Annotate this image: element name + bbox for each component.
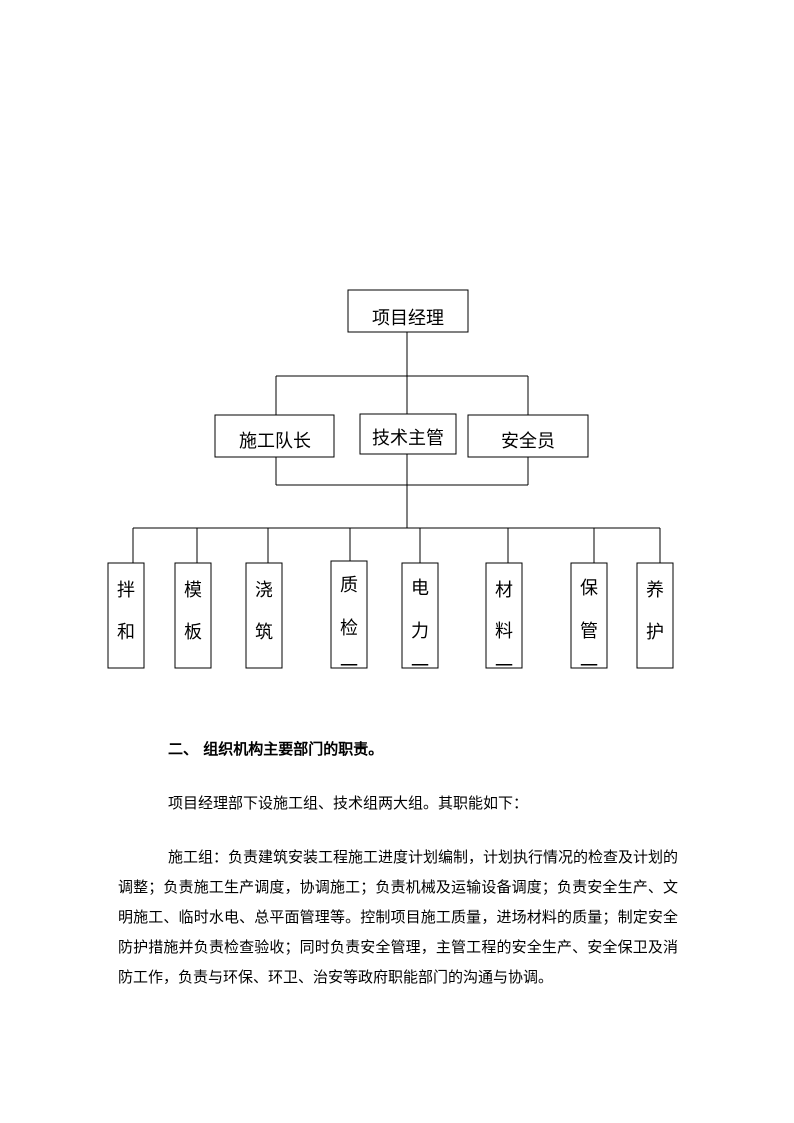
box-project-manager-label: 项目经理 [372,308,444,329]
box-technical-supervisor-label: 技术主管 [372,428,444,449]
org-chart: 项目经理 施工队长 技术主管 安全员 拌 和 模 板 浇 筑 质 检 一 电 力… [107,289,674,677]
intro-paragraph: 项目经理部下设施工组、技术组两大组。其职能如下： [168,794,529,812]
box-electrical: 电 力 一 [401,562,439,677]
box-electrical-char-1: 电 [411,578,429,599]
box-curing-char-2: 护 [646,622,664,643]
box-storage-char-2: 管 [580,621,598,642]
box-electrical-char-3: 一 [411,656,429,677]
box-quality-inspection-char-2: 检 [340,618,358,639]
box-storage-char-1: 保 [580,578,598,599]
section-heading: 二、 组织机构主要部门的职责。 [168,740,384,758]
box-pouring-char-1: 浇 [255,580,273,601]
box-storage-char-3: 一 [580,656,598,677]
box-pouring-char-2: 筑 [255,622,273,643]
box-formwork-char-2: 板 [184,622,202,643]
box-materials-char-2: 料 [495,621,513,642]
box-materials: 材 料 一 [485,562,523,677]
box-storage: 保 管 一 [570,562,608,677]
box-safety-officer: 安全员 [467,414,589,458]
box-pouring: 浇 筑 [245,562,283,669]
box-curing-char-1: 养 [646,580,664,601]
box-electrical-char-2: 力 [411,621,429,642]
box-mixing-char-1: 拌 [117,580,135,601]
box-construction-leader-label: 施工队长 [239,431,311,452]
box-quality-inspection-char-1: 质 [340,575,358,596]
box-project-manager: 项目经理 [347,289,469,333]
box-formwork: 模 板 [174,562,212,669]
connector-lines [132,332,661,563]
box-mixing-char-2: 和 [117,622,135,643]
box-safety-officer-label: 安全员 [501,431,555,452]
box-materials-char-1: 材 [495,580,513,601]
box-quality-inspection-char-3: 一 [340,656,358,677]
box-construction-leader: 施工队长 [214,414,335,458]
box-quality-inspection: 质 检 一 [330,560,368,677]
box-curing: 养 护 [636,562,674,669]
box-mixing: 拌 和 [107,562,145,669]
construction-group-paragraph: 施工组：负责建筑安装工程施工进度计划编制，计划执行情况的检查及计划的调整；负责施… [118,848,679,986]
box-formwork-char-1: 模 [184,580,202,601]
box-technical-supervisor: 技术主管 [359,413,457,455]
box-materials-char-3: 一 [495,656,513,677]
